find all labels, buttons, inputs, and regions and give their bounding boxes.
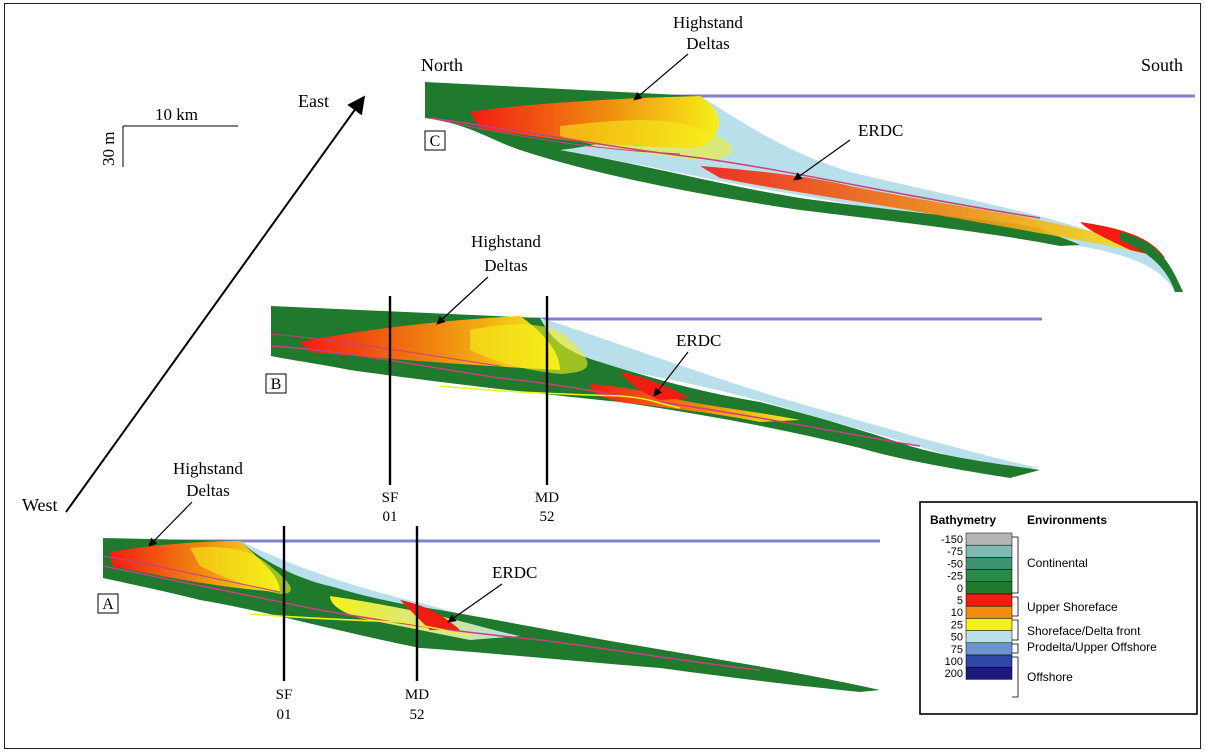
panel-b-well-sf-num: 01 xyxy=(383,509,398,525)
legend-swatch xyxy=(965,654,1013,668)
legend-swatch xyxy=(965,593,1013,607)
panel-a-erdc-arrow xyxy=(447,583,503,623)
legend-env-upper-shoreface: Upper Shoreface xyxy=(1027,600,1118,614)
legend-bathymetry-value: -75 xyxy=(947,546,963,558)
panel-c-letter: C xyxy=(430,133,441,150)
panel-b-well-md-name: MD xyxy=(535,490,559,506)
legend-env-shoreface-delta: Shoreface/Delta front xyxy=(1027,624,1141,638)
legend-bathymetry-header: Bathymetry xyxy=(930,513,996,527)
south-label: South xyxy=(1141,55,1183,75)
north-label: North xyxy=(421,55,463,75)
legend-env-prodelta: Prodelta/Upper Offshore xyxy=(1027,640,1157,654)
legend-swatch xyxy=(965,532,1013,546)
panel-c-highstand-line1: Highstand xyxy=(673,13,743,32)
panel-b-highstand-line2: Deltas xyxy=(484,256,527,275)
panel-c-section xyxy=(425,82,1195,292)
panel-b-well-sf-name: SF xyxy=(382,490,399,506)
panel-c-box xyxy=(424,130,446,151)
panel-c-highstand-line2: Deltas xyxy=(686,34,729,53)
west-label: West xyxy=(22,495,58,515)
legend-bathymetry-value: -150 xyxy=(941,534,963,546)
panel-b-highstand-line1: Highstand xyxy=(471,232,541,251)
legend-swatch xyxy=(965,557,1013,570)
panel-b-erdc-label: ERDC xyxy=(676,331,721,350)
legend: Bathymetry Environments -150-75-50-25051… xyxy=(919,501,1198,715)
scale-horizontal-label: 10 km xyxy=(155,105,198,124)
panel-b-highstand-arrow xyxy=(436,276,489,325)
panel-a-well-md-name: MD xyxy=(405,687,429,703)
legend-bathymetry-value: 100 xyxy=(945,656,963,668)
legend-swatch xyxy=(965,618,1013,631)
legend-swatch xyxy=(965,569,1013,583)
legend-swatch xyxy=(965,642,1013,656)
legend-bathymetry-value: 5 xyxy=(957,595,963,607)
legend-swatch xyxy=(965,544,1013,558)
legend-environments-header: Environments xyxy=(1027,513,1107,527)
scale-vertical-label: 30 m xyxy=(99,132,118,166)
scale-bar: 10 km 30 m xyxy=(99,105,238,167)
legend-bathymetry-value: 25 xyxy=(951,619,963,631)
panel-a-highstand-line1: Highstand xyxy=(173,459,243,478)
panel-a-well-sf-name: SF xyxy=(276,687,293,703)
panel-b-letter: B xyxy=(271,376,282,393)
legend-bathymetry-value: -50 xyxy=(947,558,963,570)
legend-bathymetry-value: -25 xyxy=(947,571,963,583)
legend-bathymetry-value: 75 xyxy=(951,644,963,656)
panel-a-highstand-arrow xyxy=(148,501,193,547)
panel-a-well-sf-num: 01 xyxy=(277,707,292,723)
legend-swatch xyxy=(965,581,1013,595)
panel-a-erdc-label: ERDC xyxy=(492,563,537,582)
orientation-arrow xyxy=(65,95,366,513)
legend-bathymetry-value: 50 xyxy=(951,632,963,644)
panel-a-highstand-line2: Deltas xyxy=(186,481,229,500)
legend-swatch xyxy=(965,666,1013,680)
legend-bathymetry-value: 0 xyxy=(957,583,963,595)
panel-c-erdc-arrow xyxy=(793,139,851,181)
east-label: East xyxy=(298,91,329,111)
legend-bathymetry-value: 200 xyxy=(945,668,963,680)
legend-env-offshore: Offshore xyxy=(1027,670,1073,684)
panel-b-well-md-num: 52 xyxy=(540,509,555,525)
legend-swatch xyxy=(965,605,1013,619)
panel-c-highstand-arrow xyxy=(633,53,689,101)
legend-env-continental: Continental xyxy=(1027,556,1088,570)
panel-a-well-md-num: 52 xyxy=(410,707,425,723)
panel-a-letter: A xyxy=(102,596,114,613)
panel-b-box xyxy=(265,373,287,394)
panel-b-erdc-arrow xyxy=(653,351,689,397)
panel-a-box xyxy=(97,593,119,614)
panel-a-section xyxy=(102,538,880,692)
legend-bathymetry-value: 10 xyxy=(951,607,963,619)
legend-swatch xyxy=(965,630,1013,644)
panel-c-erdc-label: ERDC xyxy=(858,121,903,140)
